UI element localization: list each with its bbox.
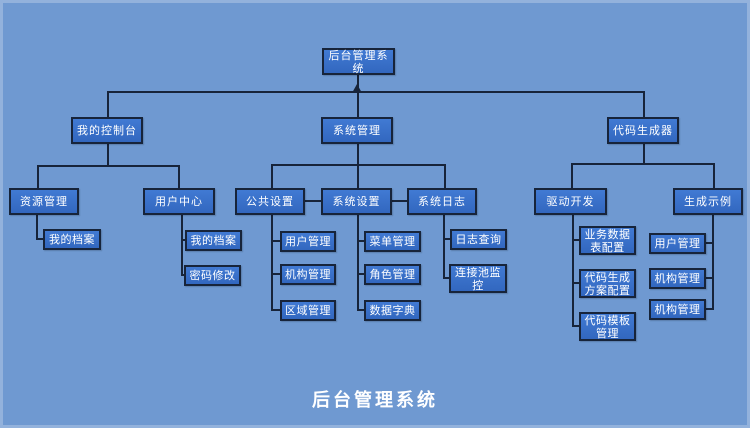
connector-line [37,165,39,188]
node-public-settings: 公共设置 [235,188,305,215]
connector-line [37,165,180,167]
node-connection-pool-monitor: 连接池监控 [449,264,507,293]
connector-line [271,164,446,166]
node-user-center: 用户中心 [143,188,215,215]
connector-line [712,215,714,310]
connector-line [571,163,573,188]
node-business-data-table-config: 业务数据表配置 [579,226,636,255]
node-my-console: 我的控制台 [71,117,143,144]
connector-line [271,215,273,311]
arrowhead-up-icon [352,84,362,93]
connector-line [713,163,715,188]
connector-line [572,325,580,327]
node-my-profile-1: 我的档案 [43,229,101,250]
connector-line [643,91,645,117]
node-resource-management: 资源管理 [9,188,79,215]
connector-line [36,238,44,240]
node-system-management: 系统管理 [321,117,393,144]
connector-line [443,238,451,240]
node-code-generator: 代码生成器 [607,117,679,144]
node-org-management-3: 机构管理 [649,299,706,320]
connector-line [572,282,580,284]
node-menu-management: 菜单管理 [364,231,421,252]
node-my-profile-2: 我的档案 [185,230,242,251]
node-password-change: 密码修改 [184,265,241,286]
connector-line [705,277,714,279]
node-org-management-1: 机构管理 [280,264,336,285]
diagram-caption: 后台管理系统 [312,390,438,411]
node-user-management-2: 用户管理 [649,233,706,254]
node-data-dictionary: 数据字典 [364,300,421,321]
node-generation-example: 生成示例 [673,188,743,215]
connector-line [107,91,645,93]
node-org-management-2: 机构管理 [649,268,706,289]
node-system-log: 系统日志 [407,188,477,215]
connector-line [107,91,109,117]
node-log-query: 日志查询 [450,229,507,250]
connector-line [705,242,714,244]
connector-line [305,200,321,202]
connector-line [705,308,714,310]
node-role-management: 角色管理 [364,264,421,285]
connector-line [444,164,446,188]
node-region-management: 区域管理 [280,300,336,321]
connector-line [572,239,580,241]
connector-line [357,144,359,188]
connector-line [36,215,38,240]
connector-line [181,274,185,276]
connector-line [443,215,445,279]
connector-line [357,240,365,242]
connector-line [271,309,281,311]
connector-line [271,164,273,188]
connector-line [357,91,359,117]
connector-line [443,277,450,279]
node-code-template-management: 代码模板管理 [579,312,636,341]
connector-line [392,200,407,202]
connector-line [271,273,281,275]
connector-line [572,215,574,327]
node-code-generation-scheme-config: 代码生成方案配置 [579,269,636,298]
connector-line [181,215,183,276]
connector-line [271,240,281,242]
connector-line [178,165,180,188]
connector-line [357,273,365,275]
node-system-settings: 系统设置 [321,188,392,215]
connector-line [357,215,359,311]
connector-line [357,309,365,311]
connector-line [181,239,186,241]
node-user-management-1: 用户管理 [280,231,336,252]
node-driver-development: 驱动开发 [534,188,607,215]
node-root: 后台管理系统 [322,48,395,75]
connector-line [571,163,715,165]
connector-line [357,75,359,92]
connector-line [643,144,645,165]
connector-line [107,144,109,167]
